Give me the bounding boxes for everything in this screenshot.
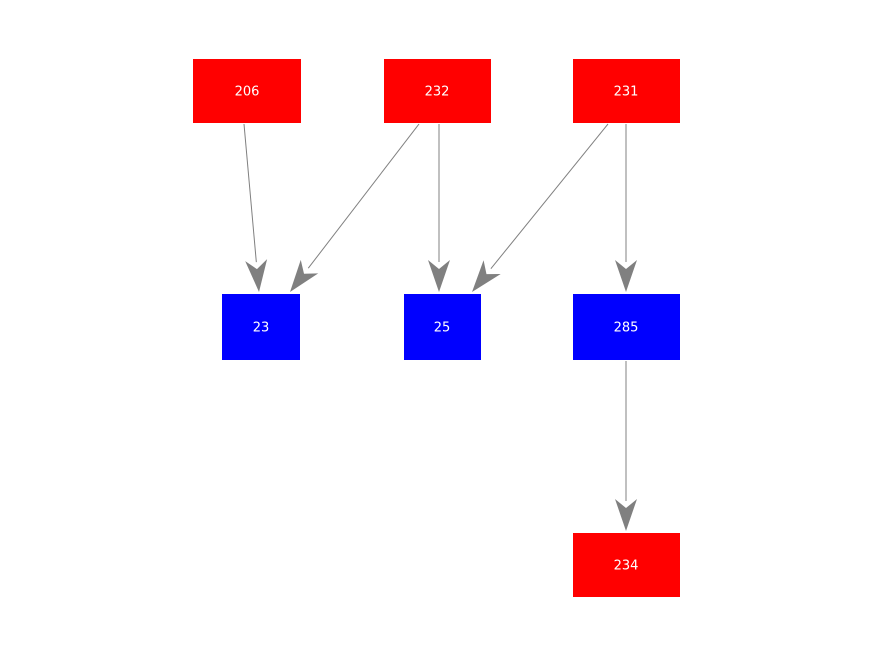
- edge-arrowhead-icon: [615, 260, 637, 292]
- edge-line: [307, 123, 420, 269]
- edge-arrowhead-icon: [472, 260, 501, 292]
- node-rect[interactable]: [573, 533, 680, 597]
- graph-edge: [615, 361, 637, 531]
- edge-arrowhead-icon: [428, 260, 450, 292]
- graph-node[interactable]: 231: [573, 59, 680, 123]
- graph-node[interactable]: 285: [573, 294, 680, 360]
- graph-edge: [428, 124, 450, 292]
- edge-arrowhead-icon: [615, 499, 637, 531]
- edge-line: [243, 123, 257, 263]
- node-rect[interactable]: [384, 59, 491, 123]
- edge-line: [490, 123, 609, 269]
- node-rect[interactable]: [573, 59, 680, 123]
- edge-arrowhead-icon: [290, 259, 319, 292]
- graph-edge: [290, 123, 420, 292]
- graph-node[interactable]: 232: [384, 59, 491, 123]
- graph-node[interactable]: 234: [573, 533, 680, 597]
- node-rect[interactable]: [222, 294, 300, 360]
- node-rect[interactable]: [404, 294, 481, 360]
- graph-node[interactable]: 23: [222, 294, 300, 360]
- graph-edge: [243, 123, 268, 292]
- edge-arrowhead-icon: [245, 259, 268, 292]
- node-rect[interactable]: [193, 59, 301, 123]
- graph-edge: [472, 123, 609, 292]
- edges-layer: [243, 123, 637, 531]
- nodes-layer: 206 232 231 23 25 285 234: [193, 59, 680, 597]
- graph-node[interactable]: 206: [193, 59, 301, 123]
- graph-edge: [615, 124, 637, 292]
- graph-node[interactable]: 25: [404, 294, 481, 360]
- node-rect[interactable]: [573, 294, 680, 360]
